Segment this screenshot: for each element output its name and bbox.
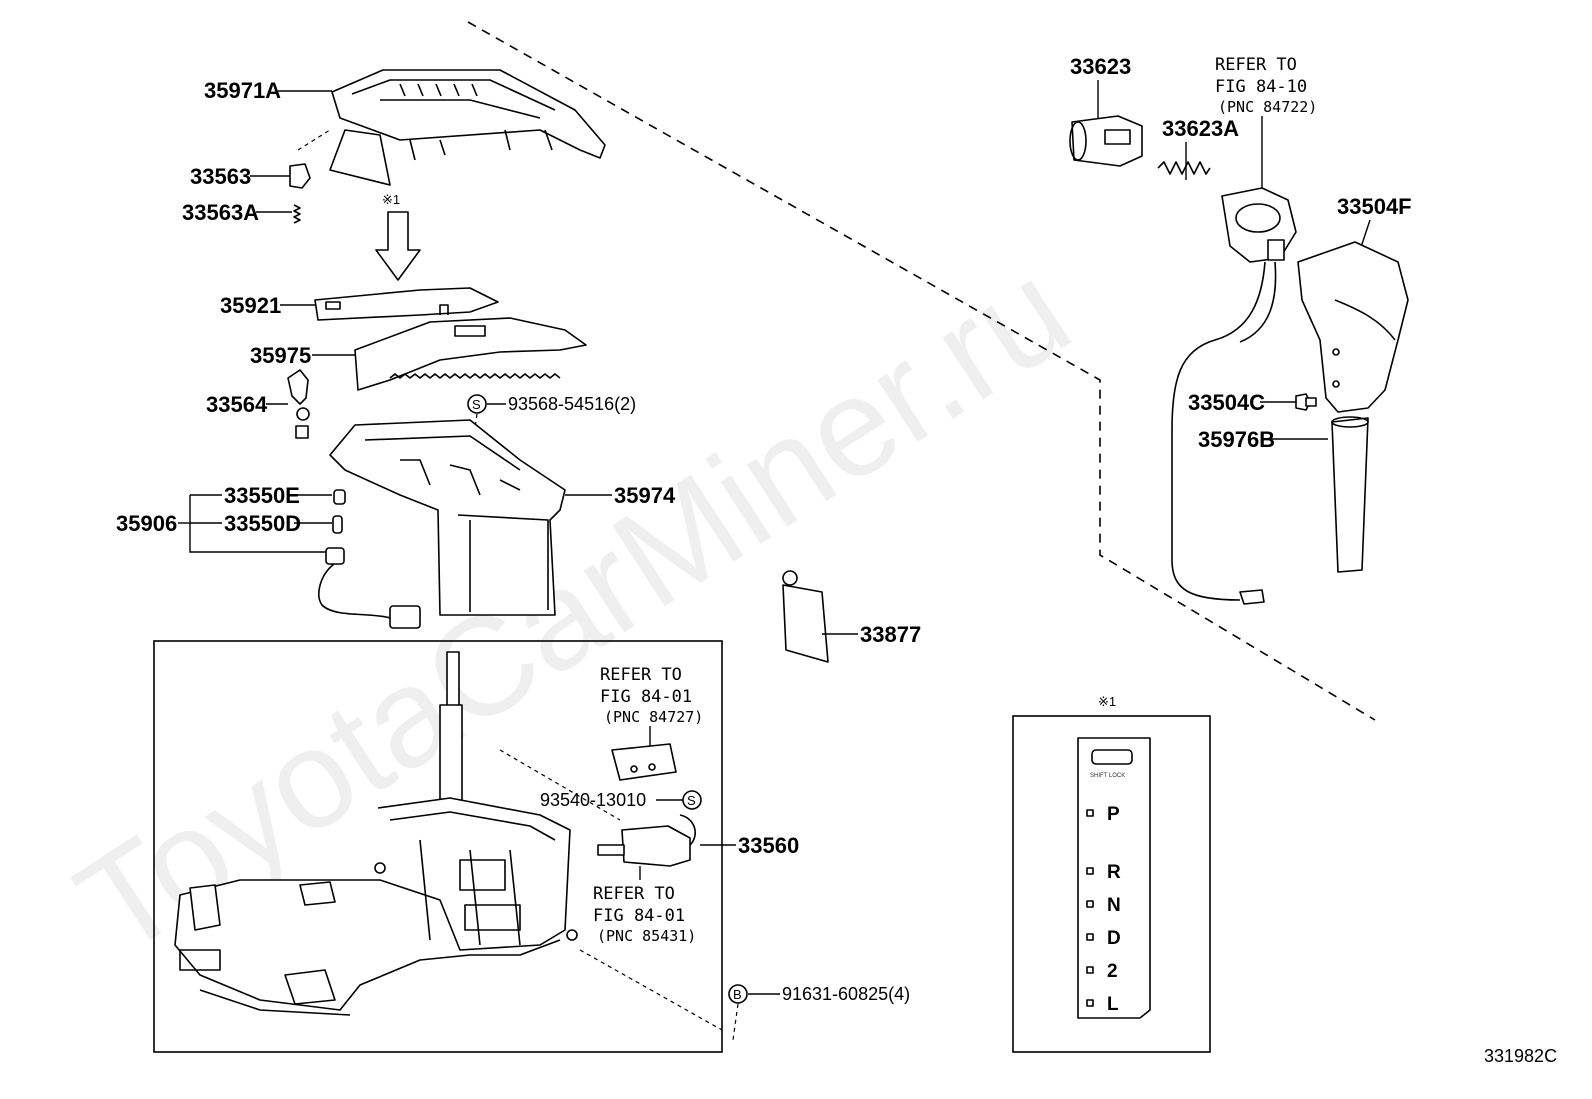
label-33623: 33623 [1070, 54, 1131, 79]
gear-d: D [1107, 928, 1121, 949]
ref-85431-line2: FIG 84-01 [593, 906, 685, 926]
label-35975: 35975 [250, 343, 311, 368]
ref-84727-line1: REFER TO [600, 665, 682, 685]
switch-84722 [1171, 187, 1297, 605]
gear-n: N [1107, 895, 1121, 916]
label-35921: 35921 [220, 293, 281, 318]
gear-2: 2 [1107, 961, 1118, 982]
s-symbol-1: S [472, 397, 481, 412]
shift-lock-label: SHIFT LOCK [1090, 773, 1125, 779]
spring-33623A [1157, 161, 1211, 175]
label-35976B: 35976B [1198, 427, 1275, 452]
shift-plate-35971A [329, 69, 606, 186]
ref-84722-line1: REFER TO [1215, 55, 1297, 75]
b-symbol-icon [728, 984, 748, 1004]
knob-33504F [1297, 241, 1409, 413]
label-33563: 33563 [190, 164, 251, 189]
solenoid-85431 [597, 814, 696, 867]
ref-85431-line3: (PNC 85431) [597, 927, 696, 945]
gear-l: L [1107, 994, 1119, 1015]
label-33504C: 33504C [1188, 390, 1265, 415]
bracket-35906 [189, 495, 326, 553]
down-arrow-icon [375, 211, 421, 281]
indicator-panel: SHIFT LOCK [1077, 737, 1151, 1019]
label-33623A: 33623A [1162, 116, 1239, 141]
label-33877: 33877 [860, 622, 921, 647]
assembly-box-33560 [153, 640, 723, 1053]
label-33560: 33560 [738, 833, 799, 858]
note-symbol-arrow: ※1 [382, 192, 400, 207]
s-symbol-icon-2 [682, 790, 702, 810]
shift-lock-window [1091, 749, 1133, 765]
label-33564: 33564 [206, 392, 268, 417]
label-35906: 35906 [116, 511, 177, 536]
label-93540-13010: 93540-13010 [540, 790, 646, 810]
bulb-socket-35906 [318, 489, 421, 629]
b-symbol: B [733, 987, 742, 1002]
slide-35975 [354, 304, 587, 391]
assembly-dash-line [467, 21, 1376, 721]
label-35971A: 35971A [204, 78, 281, 103]
fastener-dash-91631 [732, 1003, 739, 1041]
label-33550E: 33550E [224, 483, 300, 508]
assembly-dash-2 [579, 949, 723, 1031]
screw-33504C [1295, 393, 1317, 411]
shift-lever-assembly [174, 651, 578, 1016]
lever-33564 [287, 369, 310, 439]
ref-84727-line3: (PNC 84727) [604, 708, 703, 726]
figure-id: 331982C [1484, 1046, 1557, 1066]
ref-84722-line3: (PNC 84722) [1218, 98, 1317, 116]
label-33504F: 33504F [1337, 194, 1412, 219]
ref-84722-line2: FIG 84-10 [1215, 77, 1307, 97]
label-33550D: 33550D [224, 511, 301, 536]
clip-33563 [289, 129, 331, 189]
note-symbol-panel: ※1 [1098, 694, 1116, 709]
connector-84727 [611, 743, 677, 781]
ref-84727-line2: FIG 84-01 [600, 687, 692, 707]
spring-33563A [293, 204, 301, 224]
indicator-panel-box [1012, 715, 1211, 1053]
sleeve-35976B [1331, 416, 1369, 573]
assembly-dash-1 [499, 749, 621, 821]
label-33563A: 33563A [182, 200, 259, 225]
housing-35974 [329, 419, 566, 616]
label-93568-54516: 93568-54516(2) [508, 394, 636, 414]
ref-85431-line1: REFER TO [593, 884, 675, 904]
plate-35921 [314, 287, 499, 321]
button-33623 [1069, 115, 1143, 167]
label-91631-60825: 91631-60825(4) [782, 984, 910, 1004]
s-symbol-icon [467, 394, 487, 414]
label-card-33877 [782, 570, 829, 663]
s-symbol-2: S [687, 793, 696, 808]
gear-p: P [1107, 804, 1120, 825]
label-35974: 35974 [614, 483, 676, 508]
gear-r: R [1107, 862, 1121, 883]
